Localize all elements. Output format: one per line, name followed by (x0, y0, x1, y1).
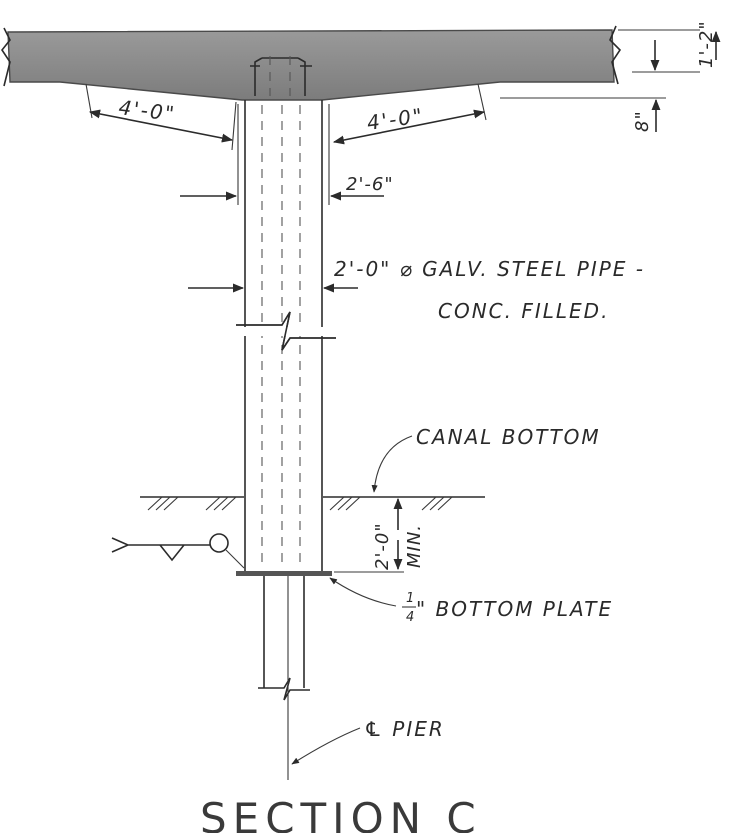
pier-break (258, 677, 310, 701)
bottom-plate (236, 571, 332, 576)
canal-bottom-label: CANAL BOTTOM (416, 425, 601, 449)
pipe-spec-line2: CONC. FILLED. (438, 299, 609, 323)
plate-fraction-num: 1 (406, 591, 414, 606)
weld-all-around-icon (209, 533, 229, 553)
embed-depth-label: 2'-0" (372, 522, 393, 570)
slab-break-left (1, 27, 11, 87)
pier-leader (291, 727, 361, 765)
flare-width-label: 2'-6" (346, 174, 394, 195)
haunch-right-label: 4'-0" (365, 103, 425, 135)
plate-fraction-den: 4 (406, 610, 414, 625)
top-thickness-label: 1'-2" (696, 20, 717, 68)
embed-min-label: MIN. (404, 524, 425, 568)
pier-centerline-label: ℄ PIER (364, 717, 445, 741)
bottom-plate-leader (329, 577, 397, 607)
deck-slab (7, 29, 615, 101)
weld-symbol (111, 537, 210, 562)
pipe-cap-bracket (250, 57, 312, 96)
section-title: SECTION C (200, 794, 482, 833)
canal-bottom-leader (371, 435, 413, 493)
haunch-left-label: 4'-0" (117, 95, 177, 126)
slab-break-right (609, 25, 622, 85)
dim-haunch-right-ext (477, 83, 487, 121)
dim-haunch-right-arrow (332, 109, 486, 145)
ground-hatch (147, 496, 453, 511)
weld-leader (225, 549, 245, 569)
pipe-spec-line1: 2'-0" ⌀ GALV. STEEL PIPE - (334, 257, 645, 281)
pipe-cap-dash (269, 56, 291, 96)
dim-haunch-left-arrow (88, 109, 234, 143)
pipe-break-lines (236, 311, 336, 351)
dim-haunch-left-ext2 (231, 101, 237, 151)
haunch-depth-label: 8" (632, 110, 653, 132)
pipe-break-gap (240, 327, 335, 336)
bottom-plate-label: " BOTTOM PLATE (416, 597, 613, 621)
